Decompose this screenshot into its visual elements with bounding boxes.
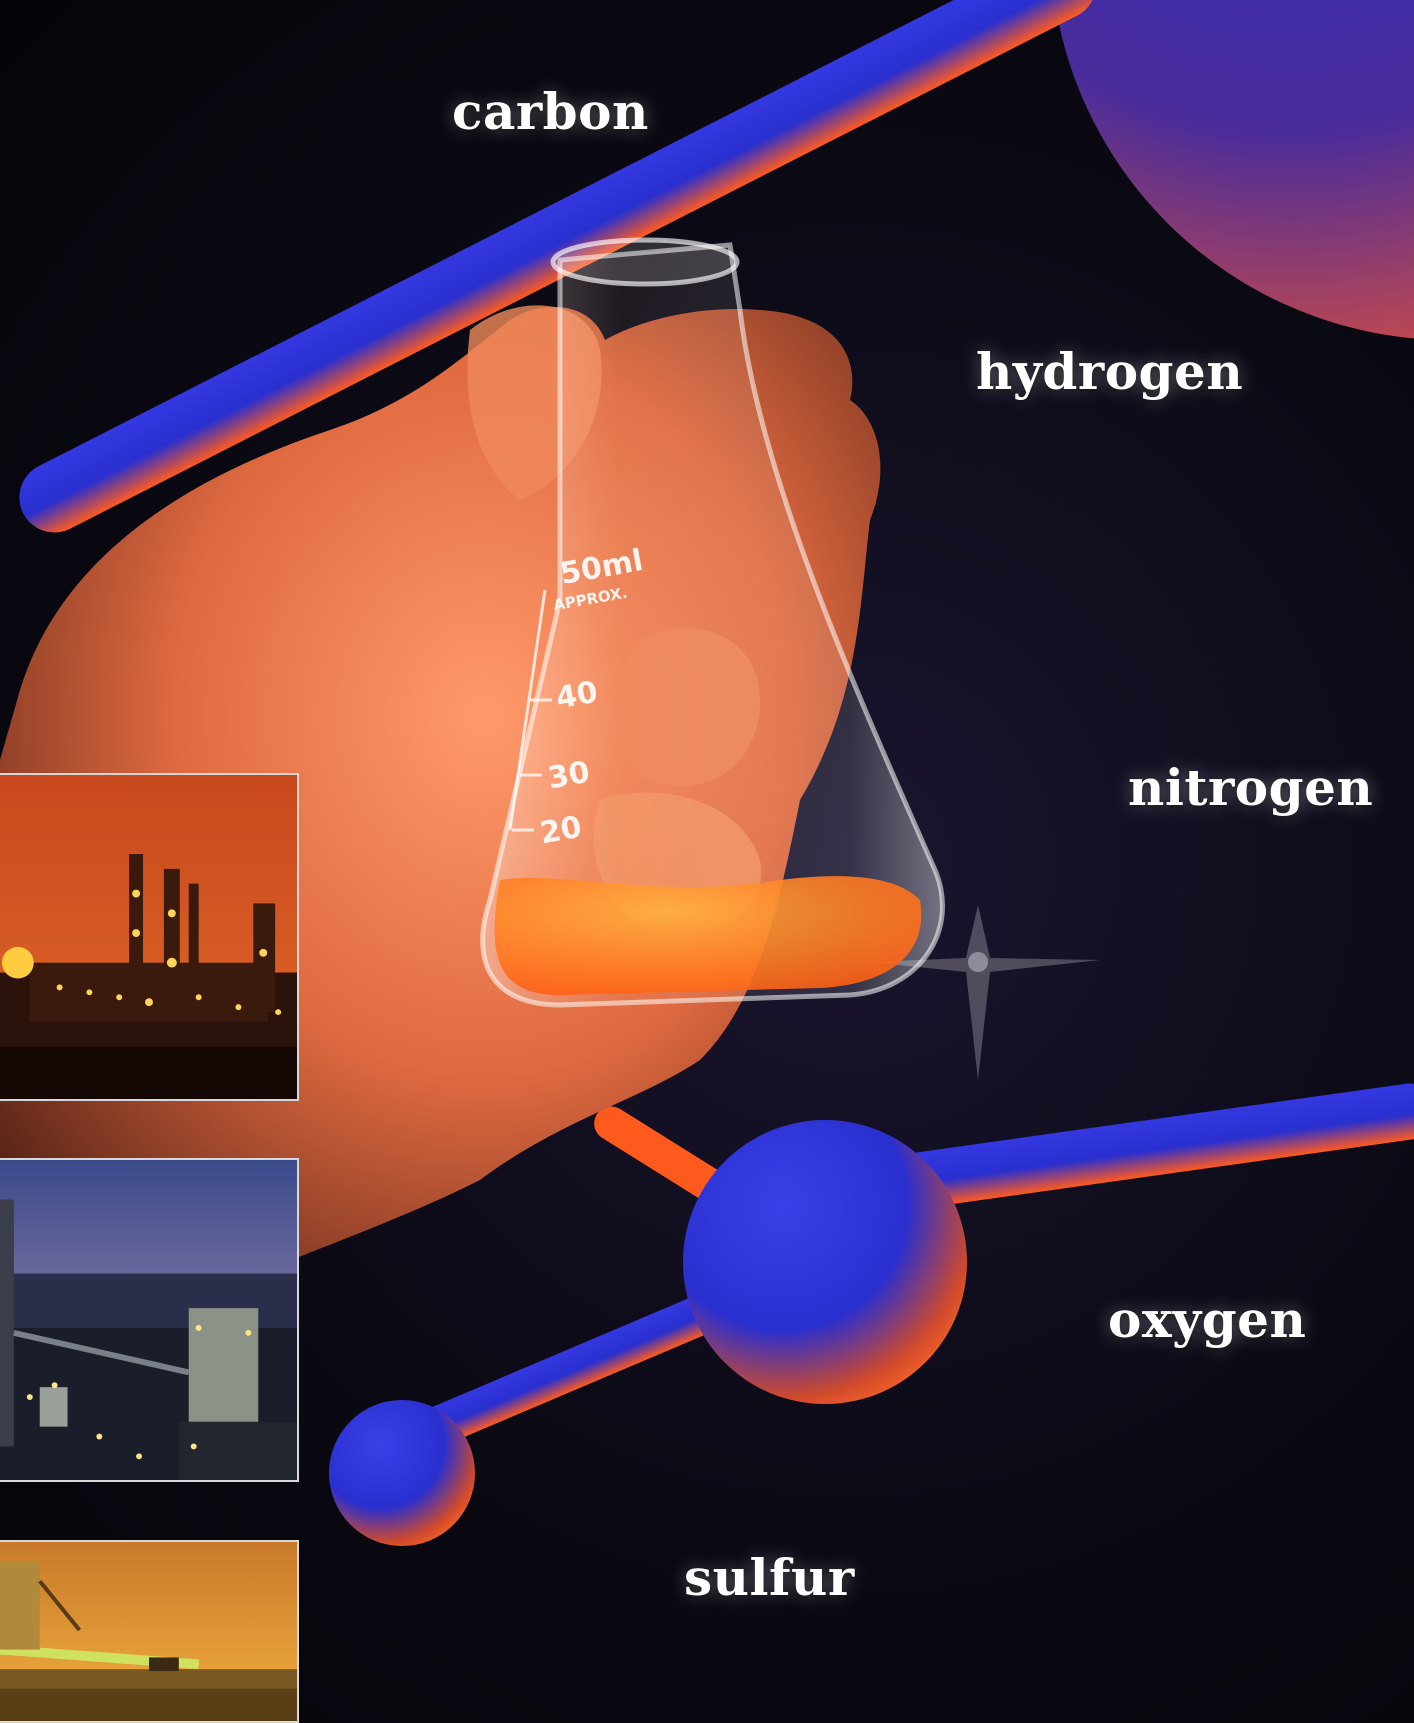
label-hydrogen: hydrogen bbox=[976, 342, 1244, 401]
orange-powder bbox=[494, 876, 922, 995]
label-nitrogen: nitrogen bbox=[1128, 758, 1374, 817]
refinery-night-photo bbox=[0, 773, 299, 1101]
conveyor-field-sunset-photo bbox=[0, 1540, 299, 1723]
label-sulfur: sulfur bbox=[684, 1548, 855, 1607]
flask-mark-20: 20 bbox=[537, 809, 585, 852]
central-atom-sphere bbox=[683, 1120, 967, 1404]
top-bond-rod bbox=[19, 0, 1097, 533]
processing-plant-dusk-photo bbox=[0, 1158, 299, 1482]
label-carbon: carbon bbox=[452, 82, 649, 141]
small-atom-sphere bbox=[329, 1400, 475, 1546]
flask-mark-30: 30 bbox=[545, 754, 593, 797]
large-atom-sphere bbox=[1054, 0, 1414, 339]
label-oxygen: oxygen bbox=[1108, 1290, 1307, 1349]
erlenmeyer-flask bbox=[480, 237, 945, 1008]
sparkle-star bbox=[870, 905, 1100, 1080]
right-bond-rod bbox=[882, 1083, 1414, 1210]
flask-mark-40: 40 bbox=[553, 674, 601, 717]
lower-bond-rod bbox=[399, 1288, 735, 1455]
